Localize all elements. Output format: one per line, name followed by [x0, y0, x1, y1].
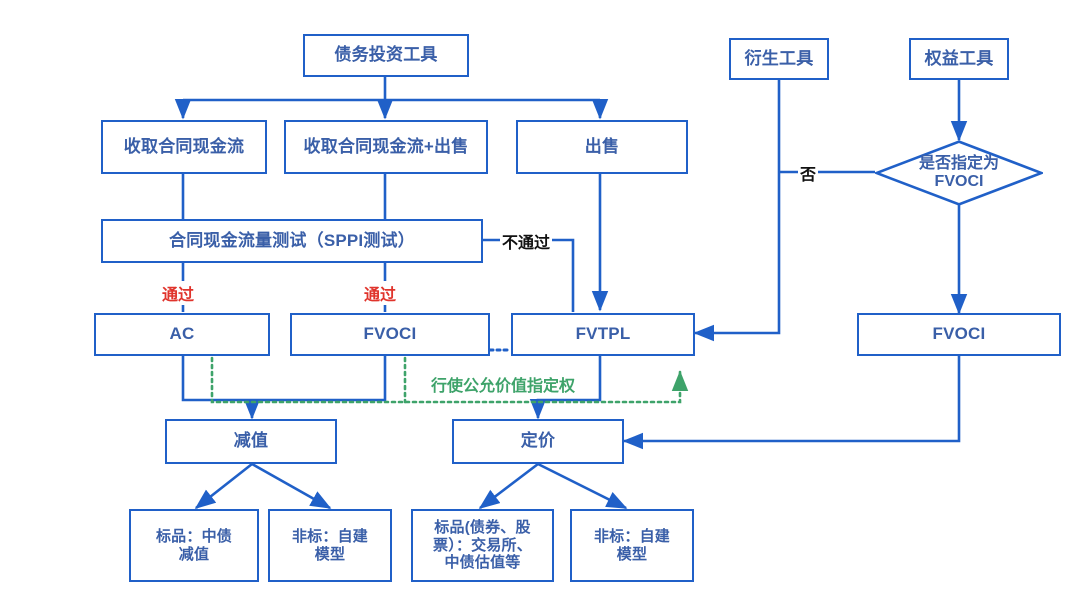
node-derivative[interactable]: 衍生工具: [729, 38, 829, 80]
edge-pricing-to-standard: [478, 462, 539, 510]
node-fvoci-right[interactable]: FVOCI: [857, 313, 1061, 356]
node-equity-instrument-label: 权益工具: [924, 48, 994, 68]
node-price-nonstandard-label: 非标：自建 模型: [593, 527, 670, 563]
edge-ac-to-impairment-bus: [181, 356, 252, 402]
edge-impairment-to-standard: [194, 462, 253, 510]
node-sppi-test-label: 合同现金流量测试（SPPI测试）: [169, 230, 415, 250]
edge-fvoci-to-impairment-bus: [252, 356, 387, 402]
node-impair-standard-label: 标品：中债 减值: [155, 527, 232, 563]
node-debt-instrument-label: 债务投资工具: [334, 45, 438, 65]
node-sell[interactable]: 出售: [516, 120, 688, 174]
diamond-shape-icon: [875, 140, 1043, 206]
edge-label-no: 否: [798, 161, 819, 185]
edge-fvoci-right-to-pricing: [622, 356, 961, 450]
edge-pricing-to-nonstandard: [537, 462, 628, 510]
edge-label-pass-middle: 通过: [362, 281, 399, 305]
node-impair-nonstandard[interactable]: 非标：自建 模型: [268, 509, 392, 582]
node-price-standard[interactable]: 标品(债券、股 票）：交易所、 中债估值等: [411, 509, 554, 582]
node-ac-label: AC: [169, 324, 195, 344]
node-impairment[interactable]: 减值: [165, 419, 337, 464]
node-fvoci-left[interactable]: FVOCI: [290, 313, 490, 356]
edge-label-fv-option: 行使公允价值指定权: [431, 378, 576, 395]
node-collect-cashflow[interactable]: 收取合同现金流: [101, 120, 267, 174]
node-sppi-test[interactable]: 合同现金流量测试（SPPI测试）: [101, 219, 483, 263]
node-debt-instrument[interactable]: 债务投资工具: [303, 34, 469, 77]
node-fvoci-left-label: FVOCI: [363, 324, 417, 344]
node-collect-and-sell-label: 收取合同现金流+出售: [303, 136, 469, 156]
node-pricing-label: 定价: [520, 431, 556, 451]
edge-label-fail: 不通过: [500, 229, 553, 253]
node-derivative-label: 衍生工具: [744, 48, 814, 68]
edge-impairment-to-nonstandard: [251, 462, 332, 510]
node-price-nonstandard[interactable]: 非标：自建 模型: [570, 509, 694, 582]
node-fvoci-right-label: FVOCI: [932, 324, 986, 344]
edge-label-pass-left: 通过: [160, 281, 197, 305]
edge-derivative-to-fvtpl: [693, 80, 781, 342]
node-impairment-label: 减值: [233, 431, 269, 451]
node-fvtpl-label: FVTPL: [575, 324, 631, 344]
node-ac[interactable]: AC: [94, 313, 270, 356]
node-impair-standard[interactable]: 标品：中债 减值: [129, 509, 259, 582]
node-designate-fvoci-decision[interactable]: 是否指定为 FVOCI: [875, 140, 1043, 206]
edge-fv-option-from-ac: [210, 356, 689, 404]
node-impair-nonstandard-label: 非标：自建 模型: [291, 527, 368, 563]
node-pricing[interactable]: 定价: [452, 419, 624, 464]
node-sell-label: 出售: [584, 136, 620, 156]
node-collect-and-sell[interactable]: 收取合同现金流+出售: [284, 120, 488, 174]
node-fvtpl[interactable]: FVTPL: [511, 313, 695, 356]
node-designate-fvoci-decision-label: 是否指定为 FVOCI: [918, 154, 999, 190]
node-price-standard-label: 标品(债券、股 票）：交易所、 中债估值等: [433, 518, 532, 572]
node-collect-cashflow-label: 收取合同现金流: [123, 136, 245, 156]
edge-fvtpl-to-pricing: [529, 356, 602, 420]
node-equity-instrument[interactable]: 权益工具: [909, 38, 1009, 80]
